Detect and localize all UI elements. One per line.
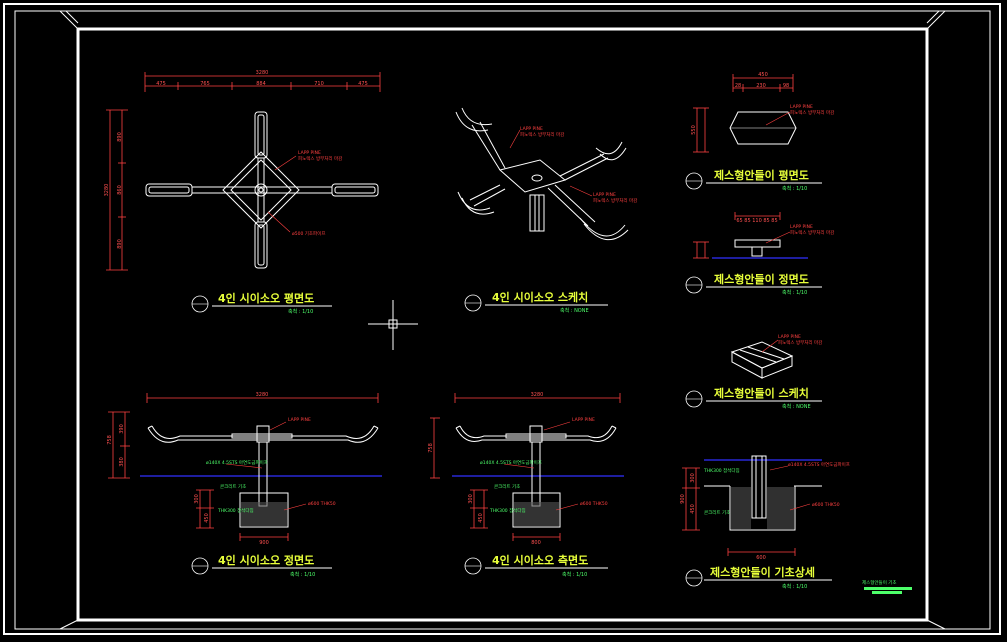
inner-border bbox=[76, 27, 929, 622]
front-footing-h1: 300 bbox=[194, 494, 200, 504]
side-note-thk: THK300 잡석다짐 bbox=[489, 507, 526, 514]
plan-note-post: ø500 기초파이프 bbox=[292, 230, 325, 237]
middle-border bbox=[14, 10, 991, 630]
side-footing-width: 800 bbox=[531, 540, 541, 546]
foundation-total-dim: 900 bbox=[680, 494, 686, 504]
side-note-footing: ø600 THK50 bbox=[580, 501, 608, 507]
plan-view: 3280 475 765 884 710 475 3280 890 860 89… bbox=[104, 70, 381, 315]
plan-note-lapp-sub: 피노렉스 방부처리 마감 bbox=[298, 155, 342, 162]
foundation-width-dim: 600 bbox=[756, 555, 766, 561]
seat-sketch-note-lapp: LAPP PINE bbox=[778, 334, 801, 340]
side-note-concrete: 콘크리트 기초 bbox=[494, 483, 520, 490]
front-footing-width: 900 bbox=[259, 540, 269, 546]
corner-marks bbox=[59, 10, 946, 630]
foundation-note-concrete: 콘크리트 기초 bbox=[704, 509, 730, 516]
seat-front-note-lapp: LAPP PINE bbox=[790, 224, 813, 230]
plan-seg-4: 710 bbox=[314, 81, 324, 87]
seat-part-1: 28 bbox=[735, 83, 741, 89]
front-view: 3280 758 390 380 300 450 900 LAPP PINE ø… bbox=[107, 392, 382, 578]
sketch-note-lapp-sub-2: 피노렉스 방부처리 마감 bbox=[593, 197, 637, 204]
title-block-logo: 제스형안들이 기초 bbox=[862, 579, 912, 594]
plan-seg-1: 475 bbox=[156, 81, 166, 87]
front-footing-h2: 450 bbox=[204, 513, 210, 523]
front-height-2: 390 bbox=[119, 424, 125, 434]
sketch-title: 4인 시이소오 스케치 bbox=[492, 290, 588, 304]
plan-seg-2: 765 bbox=[200, 81, 210, 87]
front-note-concrete: 콘크리트 기초 bbox=[220, 483, 246, 490]
outer-border bbox=[3, 3, 1001, 635]
seat-part-3: 98 bbox=[783, 83, 789, 89]
front-concrete-hatch bbox=[241, 502, 287, 526]
sketch-scale: 축척 : NONE bbox=[560, 307, 589, 314]
side-total-dim: 3280 bbox=[531, 392, 544, 398]
sketch-note-lapp-sub: 피노렉스 방부처리 마감 bbox=[520, 131, 564, 138]
seat-front-note-lapp-sub: 피노렉스 방부처리 마감 bbox=[790, 229, 834, 236]
seat-sketch-view: LAPP PINE 피노렉스 방부처리 마감 제스형안들이 스케치 축척 : N… bbox=[685, 334, 822, 410]
seat-plan-note-lapp: LAPP PINE bbox=[790, 104, 813, 110]
foundation-hatch-left bbox=[731, 487, 751, 529]
side-note-pipe: ø140X 4.5STS 아연도금파이프 bbox=[480, 459, 542, 466]
plan-height-part-2: 860 bbox=[117, 185, 123, 195]
plan-height-dim: 3280 bbox=[104, 184, 110, 197]
seat-plan-scale: 축척 : 1/10 bbox=[782, 185, 807, 192]
cad-crosshair[interactable] bbox=[368, 300, 418, 350]
side-footing-h2: 450 bbox=[478, 513, 484, 523]
seat-front-title: 제스형안들이 정면도 bbox=[714, 272, 809, 286]
front-height-3: 380 bbox=[119, 457, 125, 467]
foundation-detail: 900 300 450 600 THK300 잡석다짐 ø140X 4.5STS… bbox=[680, 455, 850, 590]
plan-height-part-1: 890 bbox=[117, 132, 123, 142]
seat-width-dim: 450 bbox=[758, 72, 768, 78]
side-height-dim: 758 bbox=[428, 443, 434, 453]
side-scale: 축척 : 1/10 bbox=[562, 571, 587, 578]
plan-seg-3: 884 bbox=[256, 81, 266, 87]
seat-plan-view: 450 28 230 98 550 LAPP PINE 피노렉스 방부처리 마감… bbox=[685, 72, 834, 192]
seat-sketch-title: 제스형안들이 스케치 bbox=[714, 386, 809, 400]
foundation-note-thk: THK300 잡석다짐 bbox=[703, 467, 740, 474]
seat-sketch-scale: 축척 : NONE bbox=[782, 403, 811, 410]
plan-height-part-3: 890 bbox=[117, 239, 123, 249]
side-concrete-hatch bbox=[514, 502, 559, 526]
front-note-lapp: LAPP PINE bbox=[288, 417, 311, 423]
plan-total-dim: 3280 bbox=[256, 70, 269, 76]
plan-scale: 축척 : 1/10 bbox=[288, 308, 313, 315]
front-title: 4인 시이소오 정면도 bbox=[218, 553, 314, 567]
front-height-1: 758 bbox=[107, 435, 113, 445]
side-view: 3280 758 300 450 800 LAPP PINE ø140X 4.5… bbox=[428, 392, 624, 578]
title-block-text: 제스형안들이 기초 bbox=[862, 579, 897, 586]
plan-seg-5: 475 bbox=[358, 81, 368, 87]
front-note-footing: ø600 THK50 bbox=[308, 501, 336, 507]
side-title: 4인 시이소오 측면도 bbox=[492, 553, 588, 567]
sketch-view: LAPP PINE 피노렉스 방부처리 마감 LAPP PINE 피노렉스 방부… bbox=[455, 107, 637, 314]
side-footing-h1: 300 bbox=[468, 494, 474, 504]
foundation-title: 제스형안들이 기초상세 bbox=[710, 565, 815, 579]
plan-title: 4인 시이소오 평면도 bbox=[218, 291, 314, 305]
front-total-dim: 3280 bbox=[256, 392, 269, 398]
side-note-lapp: LAPP PINE bbox=[572, 417, 595, 423]
foundation-h2: 450 bbox=[690, 504, 696, 514]
seat-plan-note-lapp-sub: 피노렉스 방부처리 마감 bbox=[790, 109, 834, 116]
foundation-hatch-right bbox=[767, 487, 794, 529]
seat-front-scale: 축척 : 1/10 bbox=[782, 289, 807, 296]
foundation-h1: 300 bbox=[690, 473, 696, 483]
foundation-note-footing: ø600 THK50 bbox=[812, 502, 840, 508]
seat-front-parts: 65 85 110 85 85 bbox=[736, 218, 777, 224]
foundation-note-pipe: ø140X 4.5STS 아연도금파이프 bbox=[788, 461, 850, 468]
seat-front-view: 65 85 110 85 85 LAPP PINE 피노렉스 방부처리 마감 제… bbox=[685, 212, 834, 296]
front-note-pipe: ø140X 4.5STS 아연도금파이프 bbox=[206, 459, 268, 466]
sketch-note-lapp-2: LAPP PINE bbox=[593, 192, 616, 198]
seat-sketch-note-lapp-sub: 피노렉스 방부처리 마감 bbox=[778, 339, 822, 346]
seat-part-2: 230 bbox=[756, 83, 766, 89]
plan-note-lapp: LAPP PINE bbox=[298, 150, 321, 156]
front-note-thk: THK300 잡석다짐 bbox=[217, 507, 254, 514]
foundation-scale: 축척 : 1/10 bbox=[782, 583, 807, 590]
seat-depth-dim: 550 bbox=[691, 125, 697, 135]
front-scale: 축척 : 1/10 bbox=[290, 571, 315, 578]
seat-plan-title: 제스형안들이 평면도 bbox=[714, 168, 809, 182]
sketch-note-lapp: LAPP PINE bbox=[520, 126, 543, 132]
